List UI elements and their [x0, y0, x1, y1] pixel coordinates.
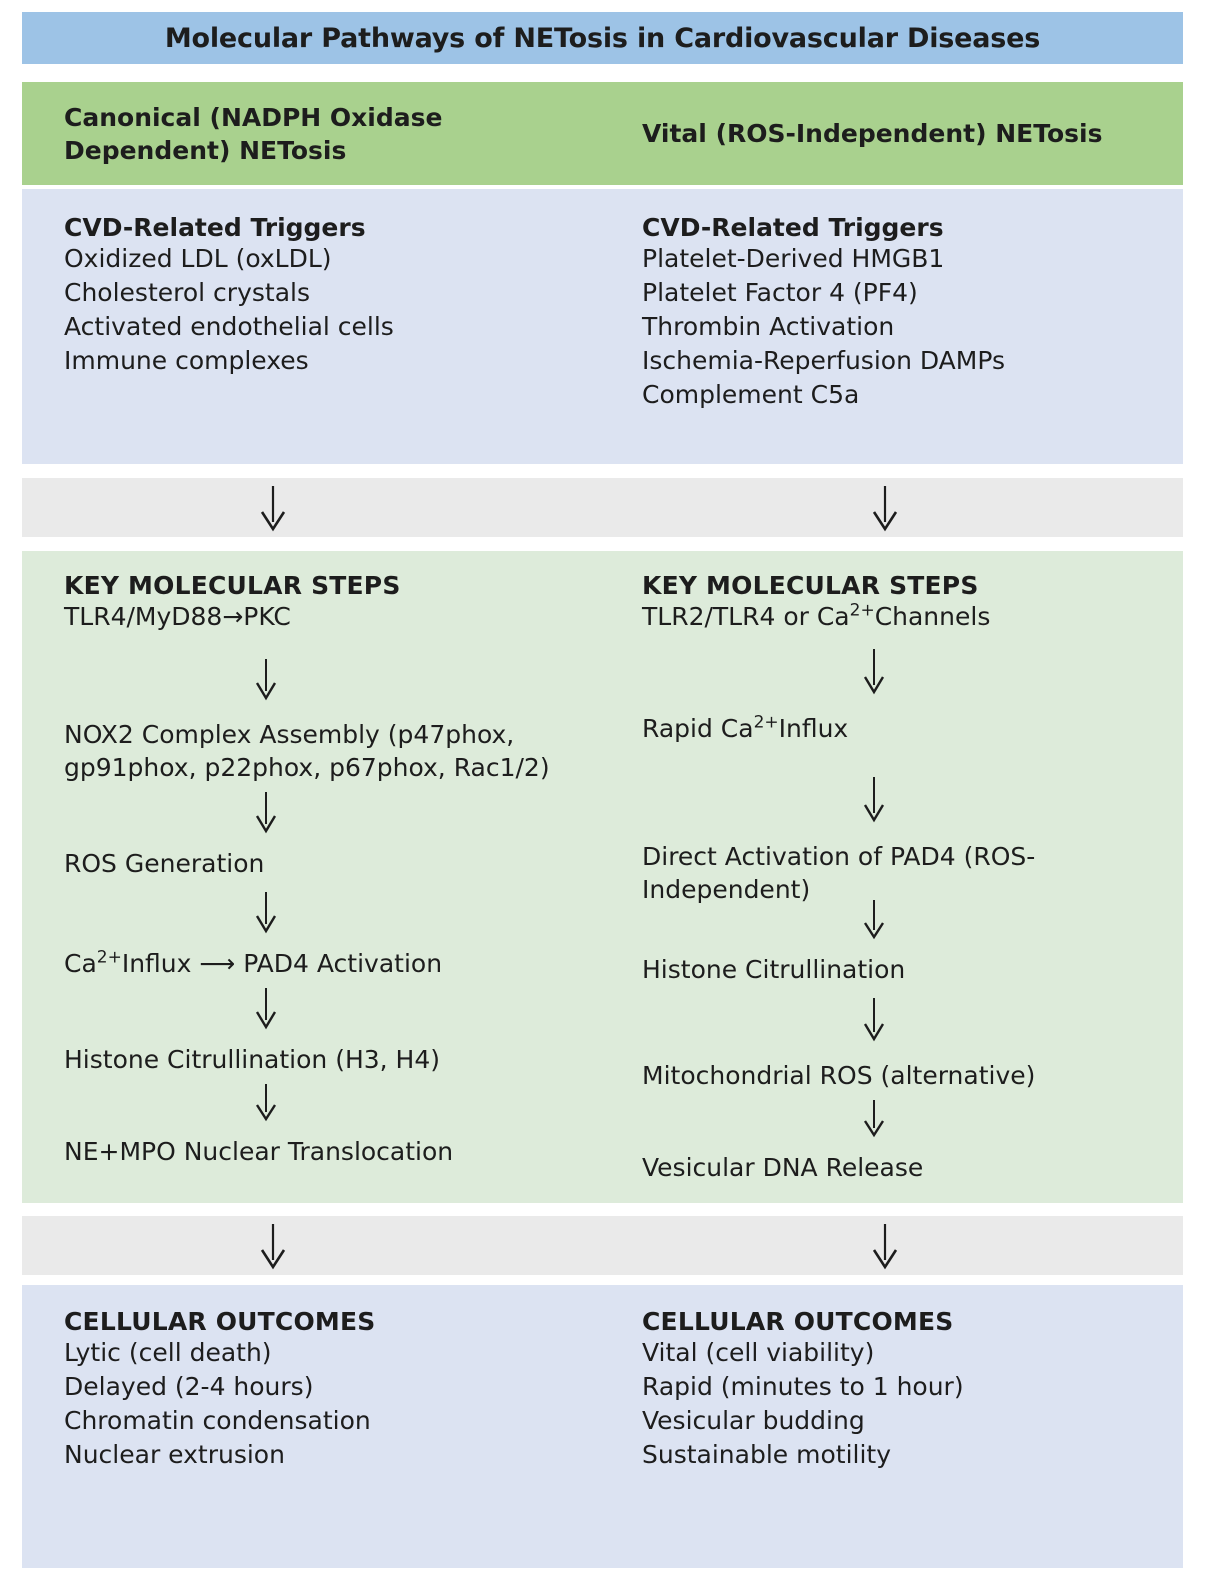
flow-node-ros-generation: ROS Generation: [64, 849, 265, 878]
superscript-charge: 2+: [849, 600, 875, 621]
outcomes-column-canonical: CELLULAR OUTCOMES Lytic (cell death) Del…: [22, 1285, 612, 1568]
trigger-item: Immune complexes: [64, 346, 309, 375]
down-arrow-icon: [860, 998, 1183, 1047]
cvd-triggers-panel: CVD-Related Triggers Oxidized LDL (oxLDL…: [22, 189, 1183, 464]
pathway-title-vital: Vital (ROS-Independent) NETosis: [642, 119, 1103, 148]
pathway-header-band: Canonical (NADPH Oxidase Dependent) NETo…: [22, 82, 1183, 185]
outcome-item: Lytic (cell death): [64, 1338, 272, 1367]
down-arrow-icon: [252, 1084, 612, 1127]
superscript-charge: 2+: [96, 947, 122, 968]
outcome-item: Rapid (minutes to 1 hour): [642, 1372, 964, 1401]
outcome-item: Vesicular budding: [642, 1406, 865, 1435]
flow-node-ca-influx-pad4: Ca2+Influx ⟶ PAD4 Activation: [64, 947, 612, 980]
flow-node-text: Independent): [642, 875, 811, 904]
trigger-item: Platelet Factor 4 (PF4): [642, 278, 918, 307]
flow-node-text: Channels: [874, 602, 991, 631]
outcomes-column-vital: CELLULAR OUTCOMES Vital (cell viability)…: [612, 1285, 1183, 1568]
trigger-item: Activated endothelial cells: [64, 312, 394, 341]
down-arrow-icon: [252, 892, 612, 939]
down-arrow-icon: [255, 1222, 291, 1270]
right-arrow-icon: ⟶: [199, 949, 236, 978]
steps-heading-left: KEY MOLECULAR STEPS: [64, 571, 401, 600]
flow-node-direct-pad4-activation: Direct Activation of PAD4 (ROS- Independ…: [642, 840, 1183, 906]
trigger-item: Complement C5a: [642, 380, 860, 409]
flow-node-text: NOX2 Complex Assembly (p47phox,: [64, 720, 515, 749]
flow-node-text: TLR4/MyD88: [64, 602, 223, 631]
connector-band-bottom: [22, 1216, 1183, 1275]
steps-column-vital: KEY MOLECULAR STEPS TLR2/TLR4 or Ca2+Cha…: [612, 551, 1183, 1203]
trigger-item: Cholesterol crystals: [64, 278, 310, 307]
down-arrow-icon: [252, 659, 612, 706]
flow-node-text: PKC: [243, 602, 291, 631]
trigger-item: Ischemia-Reperfusion DAMPs: [642, 346, 1006, 375]
trigger-item: Oxidized LDL (oxLDL): [64, 244, 332, 273]
flow-node-text: Direct Activation of PAD4 (ROS-: [642, 842, 1036, 871]
down-arrow-icon: [867, 484, 903, 532]
diagram-title-bar: Molecular Pathways of NETosis in Cardiov…: [22, 12, 1183, 64]
triggers-column-vital: CVD-Related Triggers Platelet-Derived HM…: [612, 189, 1183, 464]
down-arrow-icon: [252, 792, 612, 839]
outcome-item: Nuclear extrusion: [64, 1440, 285, 1469]
flow-node-ne-mpo-translocation: NE+MPO Nuclear Translocation: [64, 1137, 454, 1166]
down-arrow-icon: [860, 900, 1183, 945]
flow-node-text: Influx: [121, 949, 192, 978]
molecular-steps-panel: KEY MOLECULAR STEPS TLR4/MyD88→PKC NOX2 …: [22, 551, 1183, 1203]
flow-node-mitochondrial-ros: Mitochondrial ROS (alternative): [642, 1061, 1036, 1090]
flow-node-nox2-assembly: NOX2 Complex Assembly (p47phox, gp91phox…: [64, 718, 612, 784]
flow-node-tlr4-myd88-pkc: TLR4/MyD88→PKC: [64, 600, 612, 633]
down-arrow-icon: [867, 1222, 903, 1270]
pathway-header-left: Canonical (NADPH Oxidase Dependent) NETo…: [22, 82, 612, 185]
down-arrow-icon: [860, 777, 1183, 828]
superscript-charge: 2+: [753, 712, 779, 733]
flow-node-tlr2-tlr4-ca-channels: TLR2/TLR4 or Ca2+Channels: [642, 600, 1183, 633]
flow-node-text: TLR2/TLR4 or Ca: [642, 602, 850, 631]
flow-node-text: gp91phox, p22phox, p67phox, Rac1/2): [64, 753, 550, 782]
down-arrow-icon: [255, 484, 291, 532]
steps-column-canonical: KEY MOLECULAR STEPS TLR4/MyD88→PKC NOX2 …: [22, 551, 612, 1203]
cellular-outcomes-panel: CELLULAR OUTCOMES Lytic (cell death) Del…: [22, 1285, 1183, 1568]
trigger-item: Thrombin Activation: [642, 312, 895, 341]
outcome-item: Delayed (2-4 hours): [64, 1372, 314, 1401]
down-arrow-icon: [860, 1100, 1183, 1143]
triggers-heading-right: CVD-Related Triggers: [642, 213, 944, 242]
steps-heading-right: KEY MOLECULAR STEPS: [642, 571, 979, 600]
outcomes-heading-left: CELLULAR OUTCOMES: [64, 1307, 376, 1336]
flow-node-histone-citrullination: Histone Citrullination: [642, 955, 906, 984]
flow-node-text: Ca: [64, 949, 97, 978]
down-arrow-icon: [860, 649, 1183, 700]
right-arrow-icon: →: [222, 602, 244, 631]
pathway-title-canonical: Canonical (NADPH Oxidase Dependent) NETo…: [64, 102, 443, 165]
flow-node-text: Influx: [778, 714, 849, 743]
down-arrow-icon: [252, 988, 612, 1035]
outcome-item: Vital (cell viability): [642, 1338, 875, 1367]
outcome-item: Chromatin condensation: [64, 1406, 371, 1435]
page-title: Molecular Pathways of NETosis in Cardiov…: [164, 22, 1041, 54]
flow-node-rapid-ca-influx: Rapid Ca2+Influx: [642, 712, 1183, 745]
trigger-item: Platelet-Derived HMGB1: [642, 244, 945, 273]
pathway-header-right: Vital (ROS-Independent) NETosis: [612, 82, 1183, 185]
flow-node-text: Rapid Ca: [642, 714, 754, 743]
flow-node-histone-citrullination-h3-h4: Histone Citrullination (H3, H4): [64, 1045, 441, 1074]
triggers-heading-left: CVD-Related Triggers: [64, 213, 366, 242]
connector-band-top: [22, 478, 1183, 537]
flow-node-vesicular-dna-release: Vesicular DNA Release: [642, 1153, 924, 1182]
outcomes-heading-right: CELLULAR OUTCOMES: [642, 1307, 954, 1336]
outcome-item: Sustainable motility: [642, 1440, 891, 1469]
triggers-column-canonical: CVD-Related Triggers Oxidized LDL (oxLDL…: [22, 189, 612, 464]
flow-node-text: PAD4 Activation: [243, 949, 443, 978]
